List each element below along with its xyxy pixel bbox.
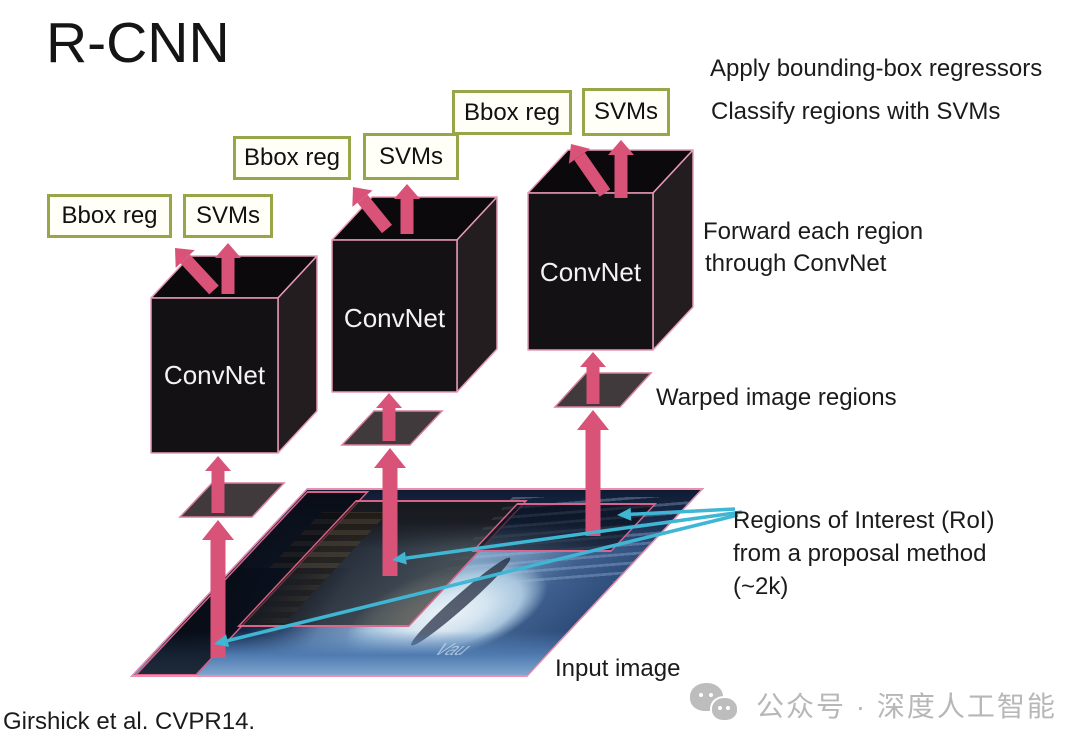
roi-pointer-arrow: [617, 507, 632, 521]
convnet-label-2: ConvNet: [343, 303, 446, 333]
convnet-box-1-front: [150, 297, 279, 454]
bbox-reg-box-3: Bbox reg: [452, 90, 572, 135]
flow-arrow: [215, 243, 241, 258]
footer-watermark-text: 公众号 · 深度人工智能: [756, 691, 1057, 722]
annotation-input-image: Input image: [555, 655, 681, 682]
arrow-layer: [175, 140, 743, 658]
convnet-label-1: ConvNet: [163, 360, 266, 390]
flow-arrow: [577, 410, 609, 430]
annotation-roi-line3: (~2k): [733, 573, 789, 600]
bbox-reg-box-2: Bbox reg: [233, 136, 351, 180]
convnet-box-3-front: [527, 192, 654, 351]
svms-box-3: SVMs: [582, 88, 670, 136]
flow-arrow: [608, 140, 634, 155]
flow-arrow: [205, 456, 231, 471]
svms-box-2: SVMs: [363, 133, 459, 180]
footer-watermark: 公众号 · 深度人工智能: [690, 680, 1057, 730]
convnet-box-2-front: [331, 239, 458, 393]
annotation-roi-line1: Regions of Interest (RoI): [733, 507, 995, 534]
roi-pointer-arrow: [214, 634, 230, 647]
bbox-reg-box-1: Bbox reg: [47, 194, 172, 238]
flow-arrow: [175, 248, 195, 268]
annotation-warped-regions: Warped image regions: [656, 384, 897, 411]
convnet-label-3: ConvNet: [539, 257, 642, 287]
roi-pointer-arrow: [405, 510, 743, 560]
flow-arrow: [374, 448, 406, 468]
annotation-roi-line2: from a proposal method: [733, 540, 987, 567]
flow-arrow: [202, 520, 234, 540]
wechat-icon: [690, 680, 742, 730]
convnet-box-2: [331, 196, 498, 393]
wechat-bubble-small: [712, 698, 737, 720]
flow-arrow: [580, 352, 606, 367]
warped-patch-right: [553, 372, 653, 408]
roi-pointer-arrow: [392, 551, 407, 565]
flow-arrow: [357, 194, 393, 234]
annotation-apply-bbox: Apply bounding-box regressors: [710, 55, 1043, 82]
flow-arrow: [376, 393, 402, 408]
warped-patches: [178, 372, 653, 518]
roi-pointer-arrow: [630, 507, 736, 517]
citation: Girshick et al. CVPR14.: [3, 708, 256, 735]
flow-arrow: [352, 187, 373, 207]
warped-patch-left: [178, 482, 286, 518]
annotation-classify-svm: Classify regions with SVMs: [711, 98, 1001, 125]
annotation-forward-line2: through ConvNet: [705, 250, 887, 277]
annotation-forward-line1: Forward each region: [703, 218, 924, 245]
flow-arrow: [568, 144, 591, 164]
page-title: R-CNN: [46, 11, 230, 75]
svms-box-1: SVMs: [183, 194, 273, 238]
roi-pointer-arrow: [227, 513, 739, 643]
flow-arrow: [180, 254, 219, 295]
convnet-box-3: [527, 149, 694, 351]
flow-arrow: [394, 184, 420, 199]
flow-arrow: [574, 152, 611, 197]
